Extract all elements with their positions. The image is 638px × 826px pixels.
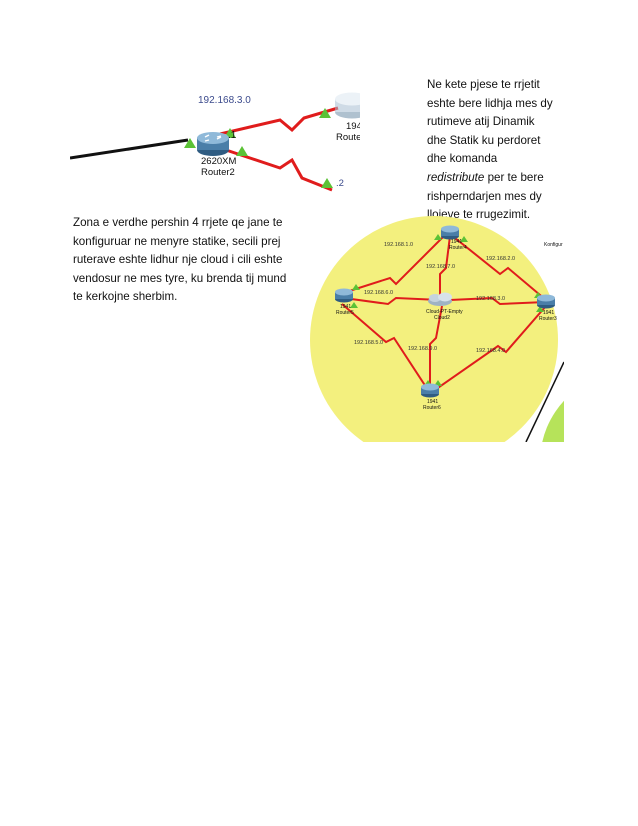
link-status-triangle: [536, 306, 544, 312]
router6-icon: [421, 383, 439, 398]
green-zone-link: [525, 361, 564, 442]
router-link-figure: 192.168.3.0 .1 2620XM Router2 1941 Route…: [70, 92, 360, 192]
net-label-9: 192.168.9.0: [408, 346, 437, 352]
link-status-triangle: [184, 138, 196, 148]
left-paragraph-line: konfiguruar ne menyre statike, secili pr…: [73, 234, 281, 248]
net-label-1: 192.168.1.0: [384, 242, 413, 248]
right-paragraph-line: rutimeve atij Dinamik: [427, 115, 535, 129]
right-paragraph-line: dhe komanda: [427, 152, 498, 166]
router7-icon: [335, 92, 360, 119]
redistribute-keyword: redistribute: [427, 170, 485, 184]
router4-name: Router4: [449, 245, 467, 251]
router5-icon: [335, 288, 353, 303]
cloud-name: Cloud2: [434, 315, 450, 321]
yellow-zone: [310, 216, 558, 442]
router3-icon: [537, 294, 555, 309]
router2-model: 2620XM: [201, 156, 236, 167]
link-status-triangle: [236, 146, 248, 156]
router7-name: Router7: [336, 132, 360, 143]
router7-model: 1941: [346, 121, 360, 132]
link-status-triangle: [319, 108, 331, 118]
right-paragraph-line: Ne kete pjese te rrjetit: [427, 78, 540, 91]
link-status-triangle: [321, 178, 333, 188]
router3-model: 1941: [543, 310, 554, 316]
net-label-3: 192.168.3.0: [476, 296, 505, 302]
router6-model: 1941: [427, 399, 438, 405]
net-label-7: 192.168.7.0: [426, 264, 455, 270]
net-label-5: 192.168.5.0: [354, 340, 383, 346]
router5-model: 1941: [340, 304, 351, 310]
link-cloud-r6: [429, 305, 443, 388]
left-paragraph-line: te kerkojne sherbim.: [73, 290, 178, 304]
link-r3-r6: [431, 305, 547, 393]
address-dot2: .2: [336, 178, 344, 189]
corner-label: Konfigur: [544, 242, 563, 248]
topology-figure: 192.168.1.0 192.168.2.0 192.168.7.0 192.…: [310, 216, 564, 442]
router2-name: Router2: [201, 167, 235, 178]
link-cloud-r3: [449, 296, 547, 306]
link-r5-r4: [339, 231, 449, 295]
link-r5-r6: [341, 303, 429, 391]
red-link-router7: [219, 106, 339, 136]
left-paragraph: Zona e verdhe pershin 4 rrjete qe jane t…: [73, 214, 286, 307]
router3-name: Router3: [539, 316, 557, 322]
right-paragraph: Ne kete pjese te rrjetit eshte bere lidh…: [427, 76, 553, 225]
link-status-triangle: [460, 236, 468, 242]
link-r4-r3: [449, 233, 547, 301]
left-paragraph-line: Zona e verdhe pershin 4 rrjete qe jane t…: [73, 216, 283, 229]
link-r5-cloud: [343, 296, 441, 306]
net-label-6: 192.168.6.0: [364, 290, 393, 296]
left-paragraph-line: ruterave eshte lidhur nje cloud i cili e…: [73, 253, 283, 267]
green-zone: [542, 400, 564, 442]
black-link: [70, 138, 189, 160]
right-paragraph-line: redistribute per te bere: [427, 169, 553, 188]
router4-model: 1941: [451, 239, 462, 245]
cloud-icon: [428, 292, 452, 306]
cloud-model: Cloud-PT-Empty: [426, 309, 463, 315]
link-status-triangle: [352, 284, 360, 290]
address-dot1: .1: [228, 130, 237, 141]
right-paragraph-line: rishperndarjen mes dy: [427, 189, 542, 203]
red-link-down: [219, 146, 333, 192]
router4-icon: [441, 225, 459, 240]
link-r4-cloud: [439, 235, 451, 296]
net-label-2: 192.168.2.0: [486, 256, 515, 262]
right-paragraph-line-tail: per te bere: [484, 170, 544, 184]
router6-name: Router6: [423, 405, 441, 411]
right-paragraph-line: dhe Statik ku perdoret: [427, 133, 541, 147]
net-label-4: 192.168.4.0: [476, 348, 505, 354]
left-paragraph-line: vendosur ne mes tyre, ku brenda tij mund: [73, 271, 287, 285]
network-label: 192.168.3.0: [198, 95, 251, 106]
link-status-triangle: [350, 302, 358, 308]
right-paragraph-line: eshte bere lidhja mes dy: [427, 96, 553, 110]
router2-icon: [197, 132, 229, 156]
router5-name: Router5: [336, 310, 354, 316]
link-status-triangle: [434, 234, 442, 240]
